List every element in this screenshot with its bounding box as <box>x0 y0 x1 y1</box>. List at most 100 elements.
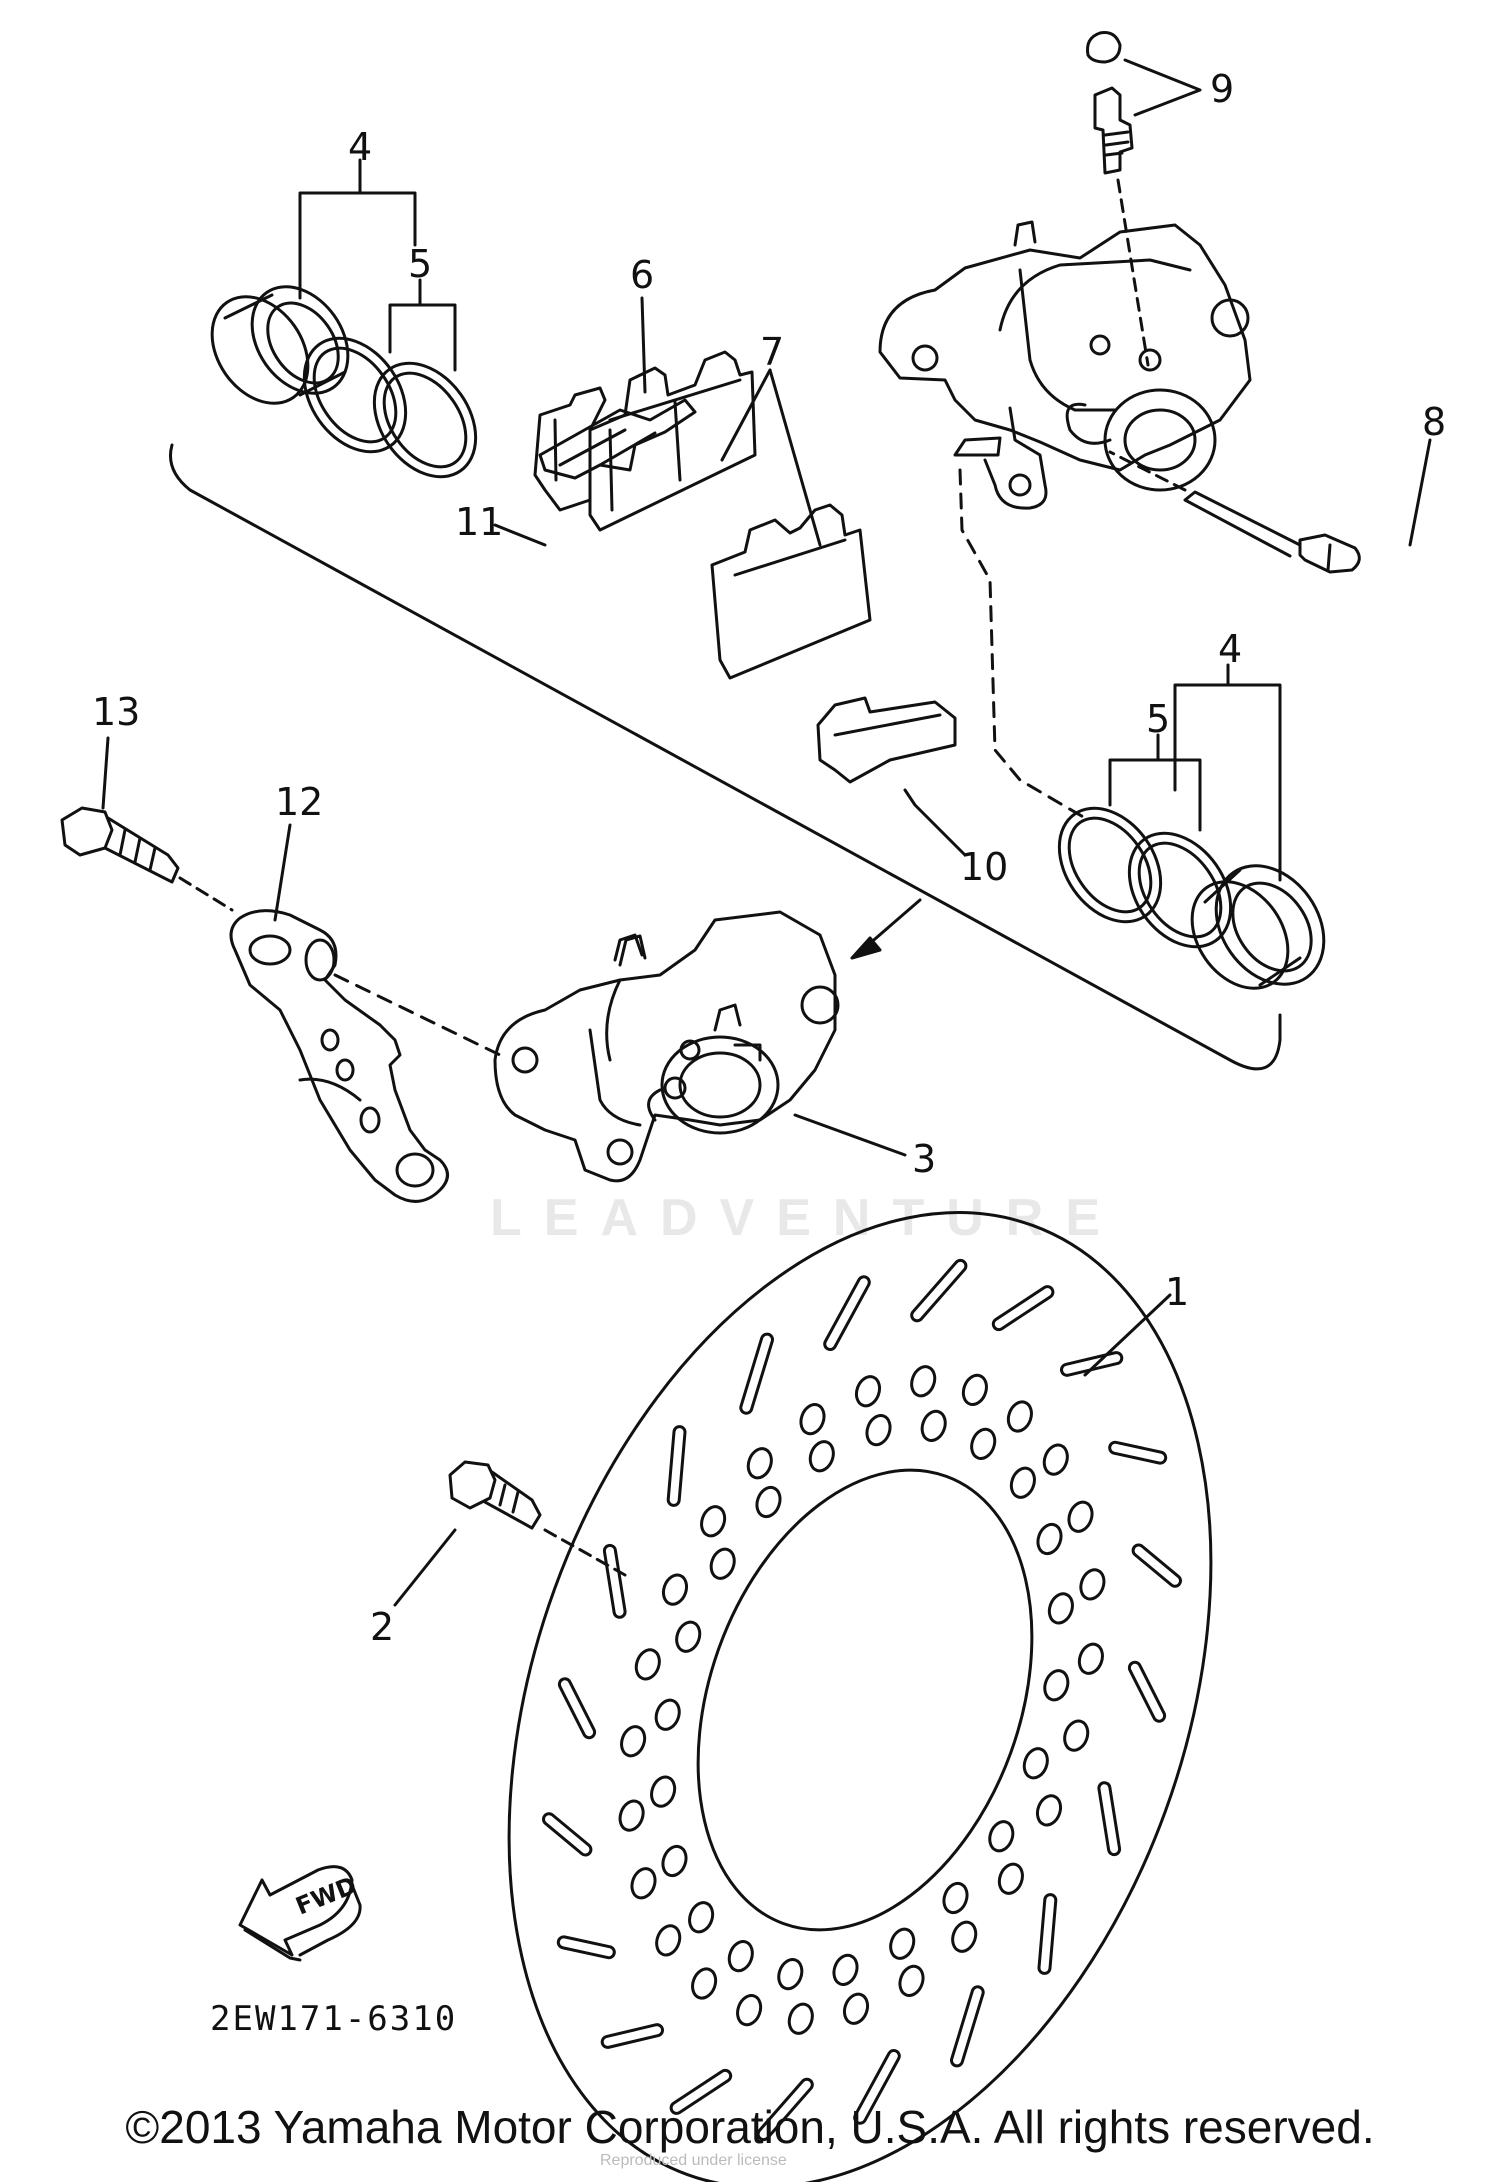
disc-hole <box>832 1953 859 1986</box>
callout-7: 7 <box>760 330 784 374</box>
disc-hole <box>620 1725 647 1758</box>
disc-hole <box>736 1994 763 2027</box>
disc-hole <box>727 1940 754 1973</box>
shim-10 <box>816 696 957 784</box>
disc-slot-inner <box>1134 1546 1179 1585</box>
callout-4-lower-leader <box>1173 663 1282 882</box>
disc-hole <box>1006 1400 1033 1433</box>
callout-13: 13 <box>92 690 140 734</box>
forward-arrow-icon: FWD <box>238 1865 362 1962</box>
disc-hole <box>630 1867 657 1900</box>
disc-hole <box>746 1447 773 1480</box>
callout-4-upper: 4 <box>348 125 372 169</box>
disc-hole <box>942 1881 969 1915</box>
disc-slot-inner <box>1040 1896 1055 1972</box>
exploded-view-boundary <box>169 443 1282 1071</box>
disc-slot-inner <box>603 2026 661 2046</box>
disc-bolt-axis <box>543 1528 627 1577</box>
seal-lower-2 <box>1127 831 1233 949</box>
caliper-bracket <box>229 909 449 1203</box>
pin-bolt-axis <box>1108 450 1187 492</box>
disc-hole <box>961 1373 988 1406</box>
callout-8: 8 <box>1422 400 1446 444</box>
disc-hole <box>661 1573 689 1606</box>
disc-hole <box>1022 1747 1049 1780</box>
disc-hole <box>650 1775 677 1808</box>
disc-hole <box>1079 1568 1106 1601</box>
disc-hole <box>910 1365 937 1398</box>
disc-hole <box>709 1547 736 1580</box>
disc-hole <box>1009 1466 1036 1499</box>
disc-slot-inner <box>559 1938 613 1957</box>
part-code: 2EW171-6310 <box>210 1999 457 2039</box>
callout-7-leaders <box>720 368 822 547</box>
callout-3-leader <box>793 1113 907 1157</box>
callout-4-upper-leader <box>298 158 417 300</box>
callout-1: 1 <box>1165 1270 1189 1314</box>
callout-12-leader <box>273 823 292 922</box>
copyright-footer: ©2013 Yamaha Motor Corporation, U.S.A. A… <box>125 2101 1375 2153</box>
disc-slot-inner <box>672 2071 730 2112</box>
disc-slot-inner <box>759 2080 811 2139</box>
bleed-screw-axis <box>1116 178 1150 367</box>
bracket-axis <box>333 973 502 1057</box>
brake-pad-right <box>710 503 872 680</box>
disc-slot-inner <box>1130 1663 1164 1720</box>
footer-subtext: Reproduced under license <box>600 2152 787 2169</box>
disc-hole <box>1077 1642 1104 1675</box>
watermark: LEADVENTURE <box>490 1189 1122 1247</box>
disc-hole <box>1035 1794 1063 1827</box>
callout-2-leader <box>393 1528 457 1607</box>
callout-13-leader <box>101 736 110 810</box>
callout-5-upper: 5 <box>408 242 432 286</box>
disc-slot-inner <box>1063 1354 1121 1374</box>
caliper-lower-nipple-left <box>618 934 647 967</box>
bleed-screw <box>1093 86 1134 175</box>
disc-slot-inner <box>669 1428 684 1504</box>
callout-12: 12 <box>275 780 323 824</box>
callout-8-leader <box>1408 438 1432 547</box>
disc-hole <box>618 1799 645 1832</box>
disc-hole <box>700 1505 727 1538</box>
callout-6: 6 <box>630 253 654 297</box>
disc-hole <box>691 1967 718 2000</box>
bracket-bolt <box>60 806 180 884</box>
disc-hole <box>655 1924 682 1957</box>
brake-disc <box>507 1211 1213 2182</box>
callout-4-lower: 4 <box>1218 627 1242 671</box>
disc-hole <box>661 1844 688 1878</box>
callout-5-lower: 5 <box>1146 697 1170 741</box>
caliper-to-piston-axis <box>958 468 1087 820</box>
seal-upper-2 <box>372 361 478 479</box>
callout-1-leader <box>1083 1293 1172 1377</box>
disc-slot-inner <box>1100 1784 1119 1854</box>
disc-slot-inner <box>742 1335 771 1412</box>
callout-10-leader <box>903 788 967 857</box>
disc-hole <box>898 1964 925 1997</box>
caliper-lower <box>493 910 840 1183</box>
disc-hole <box>688 1901 715 1934</box>
disc-hole <box>854 1375 882 1408</box>
disc-hole <box>920 1409 947 1442</box>
disc-hole <box>755 1485 782 1519</box>
disc-hole <box>1036 1522 1063 1556</box>
brake-pad-left <box>588 350 757 532</box>
disc-hole <box>808 1440 835 1473</box>
bracket-bolt-axis <box>178 876 234 912</box>
callout-11: 11 <box>455 500 503 544</box>
disc-hole <box>988 1820 1015 1853</box>
bleed-cap <box>1086 31 1122 64</box>
disc-slot-inner <box>826 1278 868 1348</box>
disc-slot-inner <box>560 1680 594 1737</box>
disc-slot-inner <box>953 1988 982 2065</box>
callout-5-lower-leader <box>1108 733 1202 832</box>
callout-5-upper-leader <box>388 278 457 372</box>
callout-6-leader <box>640 296 647 394</box>
disc-hole <box>675 1620 702 1653</box>
disc-hole <box>1047 1592 1074 1625</box>
callout-3: 3 <box>912 1137 936 1181</box>
disc-slot-inner <box>605 1546 624 1616</box>
disc-slot-inner <box>856 2052 898 2122</box>
disc-hole <box>951 1920 978 1953</box>
disc-hole <box>865 1414 892 1447</box>
